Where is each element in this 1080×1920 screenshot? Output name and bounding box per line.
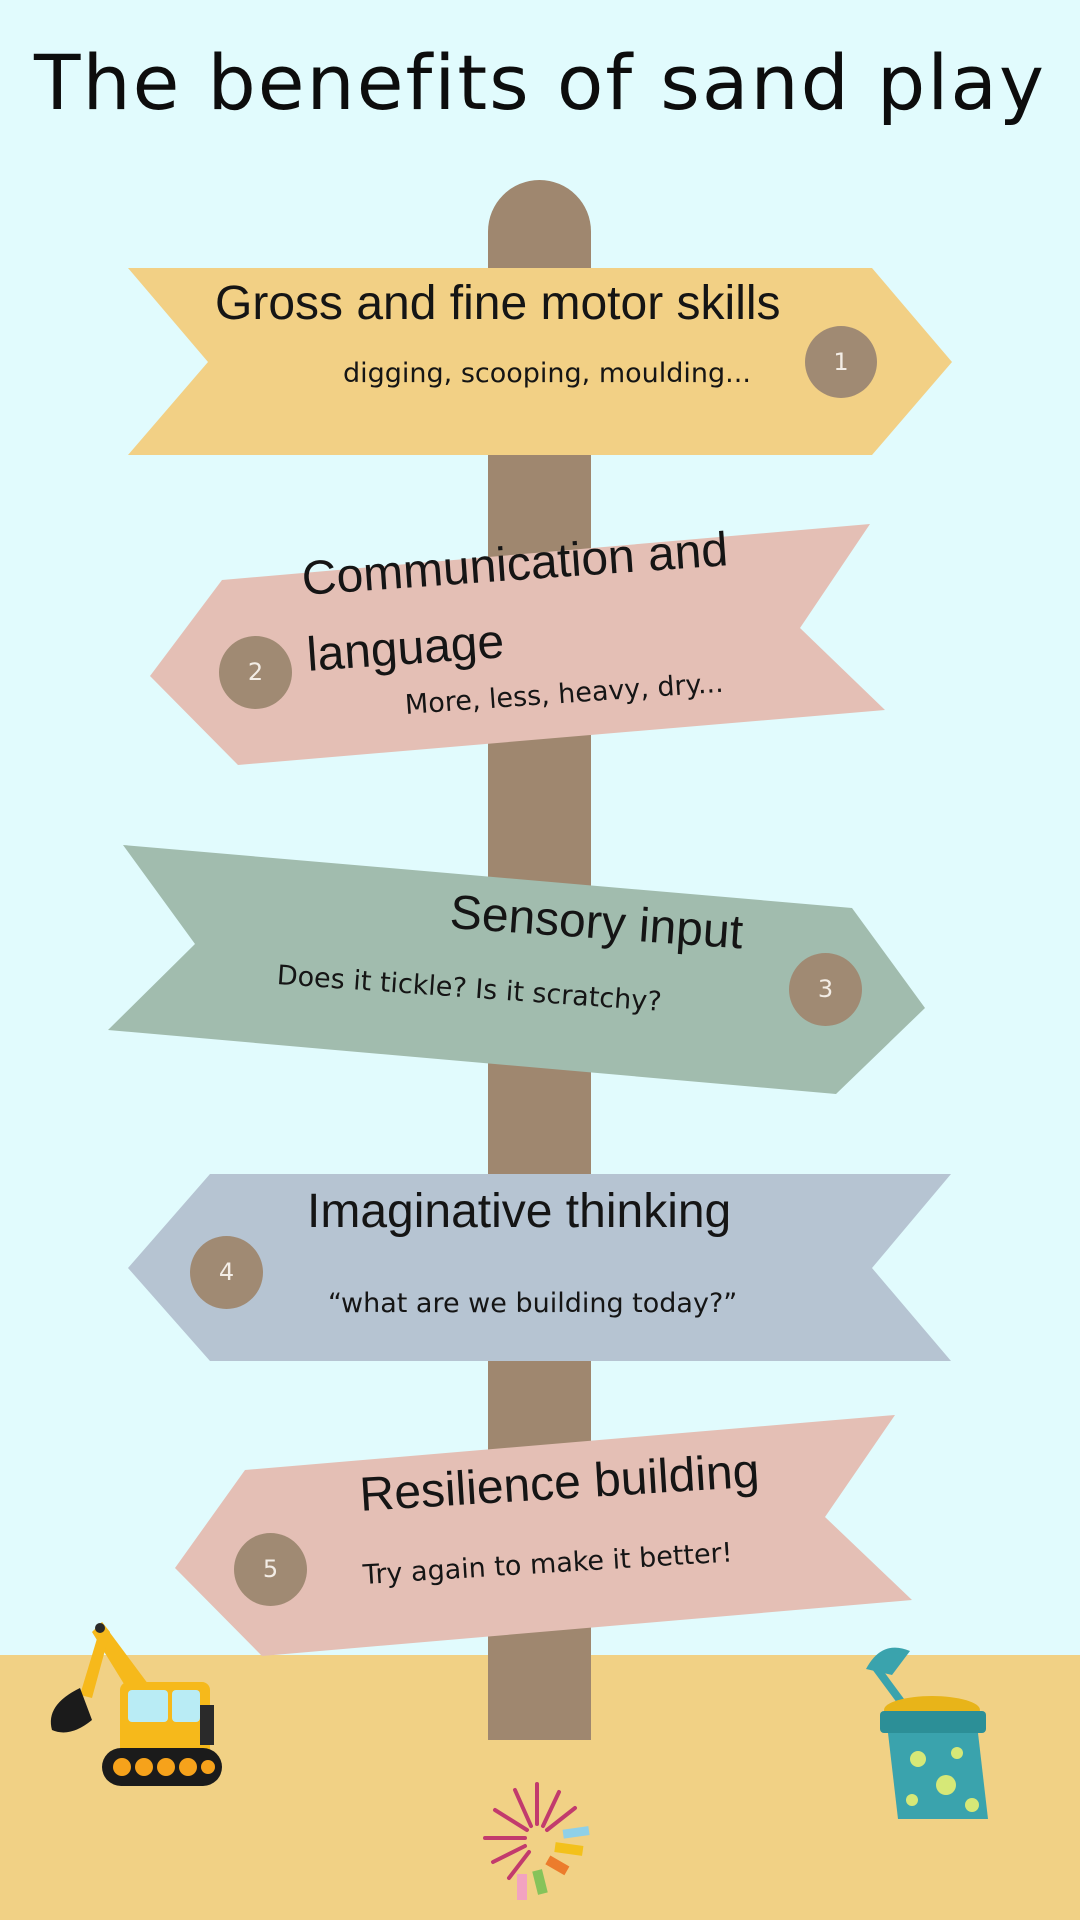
sign-1-heading: Gross and fine motor skills	[215, 277, 781, 330]
page-title: The benefits of sand play	[34, 38, 1046, 127]
sign-1-number-badge: 1	[805, 326, 877, 398]
sign-4-number-badge: 4	[190, 1236, 263, 1309]
excavator-icon	[50, 1622, 222, 1786]
sign-4-subtext: “what are we building today?”	[328, 1288, 738, 1319]
sand-bucket-icon	[866, 1647, 988, 1819]
sign-2-number-badge: 2	[219, 636, 292, 709]
sparkle-logo-icon	[483, 1782, 590, 1900]
sign-3-number-badge: 3	[789, 953, 862, 1026]
sign-5-number-badge: 5	[234, 1533, 307, 1606]
sign-1-subtext: digging, scooping, moulding...	[343, 358, 751, 389]
sign-4-heading: Imaginative thinking	[307, 1185, 732, 1238]
